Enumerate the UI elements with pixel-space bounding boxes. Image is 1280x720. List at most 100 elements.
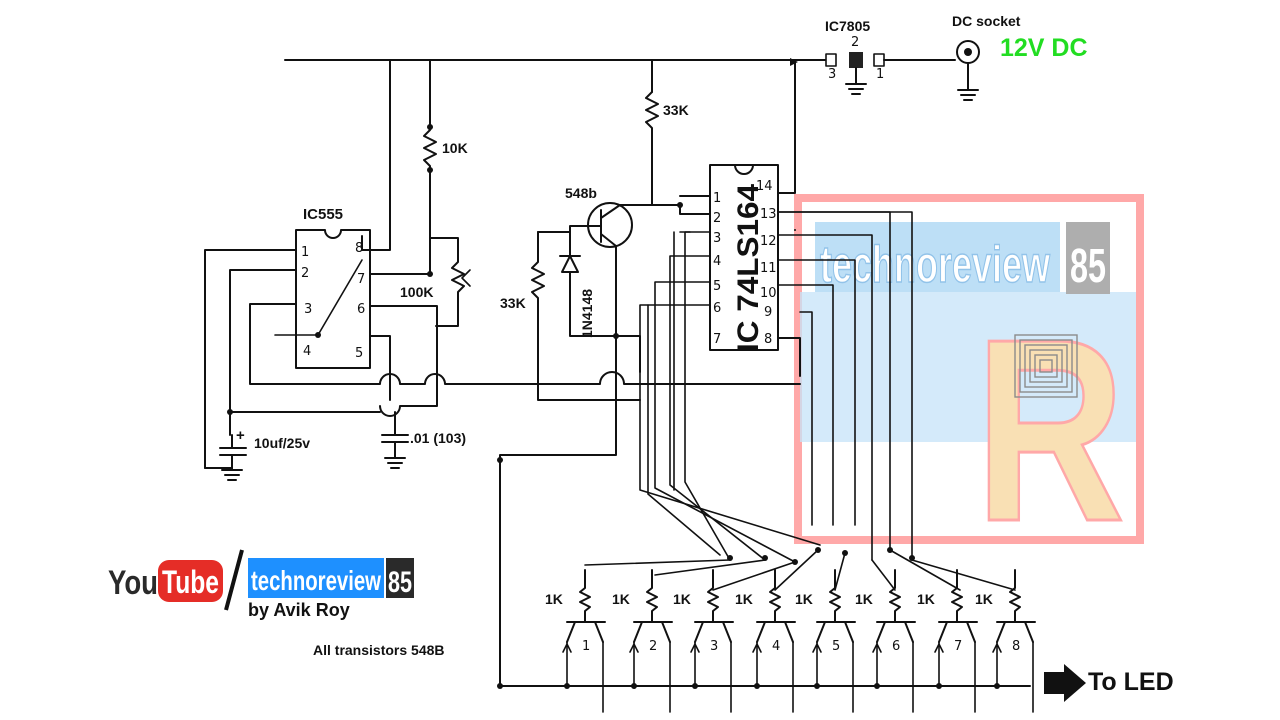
youtube-tube-box bbox=[158, 560, 223, 602]
driver-unit: 1K 1 bbox=[545, 569, 606, 713]
resistor-10k bbox=[423, 129, 437, 171]
pin-label: 12 bbox=[760, 234, 777, 249]
resistor-1k-label: 1K bbox=[795, 591, 813, 607]
timer-pin-label: 7 bbox=[357, 272, 365, 287]
capacitor-10uf: + 10uf/25v bbox=[204, 427, 310, 481]
pin-label: 10 bbox=[760, 286, 777, 301]
capacitor-01uf-label: .01 (103) bbox=[410, 430, 466, 446]
ground-icon bbox=[845, 67, 867, 95]
driver-unit: 1K8 bbox=[975, 569, 1036, 713]
pin-label: 4 bbox=[713, 254, 721, 269]
channel-name: technoreview bbox=[251, 565, 381, 596]
regulator-body bbox=[849, 52, 863, 68]
shift-register-label: IC 74LS164 bbox=[732, 184, 765, 352]
timer-label: IC555 bbox=[303, 206, 343, 223]
pin-label: 7 bbox=[713, 332, 721, 347]
timer-pin-label: 1 bbox=[301, 245, 309, 260]
timer-555: IC555 1 2 3 4 5 6 7 8 bbox=[204, 59, 801, 469]
potentiometer-label: 100K bbox=[400, 284, 433, 300]
to-led-label: To LED bbox=[1088, 668, 1174, 696]
pin-label: 14 bbox=[756, 179, 773, 194]
pin-label: 6 bbox=[713, 301, 721, 316]
youtube-you: You bbox=[108, 564, 158, 602]
driver-unit: 1K 3 bbox=[673, 569, 734, 713]
timing-network: 10K 100K bbox=[369, 59, 471, 327]
timer-pin-label: 4 bbox=[303, 344, 311, 359]
shift-register-body bbox=[709, 164, 779, 351]
watermark-letter: R bbox=[975, 286, 1125, 576]
timer-pin-label: 3 bbox=[304, 302, 312, 317]
transistor-icon bbox=[756, 621, 796, 643]
channel-box bbox=[248, 558, 384, 598]
resistor-1k bbox=[829, 569, 841, 623]
transistor-number: 1 bbox=[582, 639, 590, 654]
transistor-number: 6 bbox=[892, 639, 900, 654]
regulator-label: IC7805 bbox=[825, 18, 870, 34]
driver-unit: 1K 7 bbox=[917, 569, 978, 713]
resistor-1k bbox=[579, 569, 591, 623]
transistor-label: 548b bbox=[565, 185, 597, 201]
regulator-pin-label: 1 bbox=[876, 67, 884, 82]
timer-pin-label: 6 bbox=[357, 302, 365, 317]
transistor-number: 4 bbox=[772, 639, 780, 654]
resistor-1k-label: 1K bbox=[545, 591, 563, 607]
plus-sign: + bbox=[236, 427, 245, 444]
transistor-icon bbox=[938, 621, 978, 643]
diode-icon bbox=[559, 231, 617, 337]
resistor-1k-label: 1K bbox=[855, 591, 873, 607]
regulator-pin-label: 2 bbox=[851, 35, 859, 50]
resistor-33k-base-label: 33K bbox=[500, 295, 526, 311]
resistor-1k-label: 1K bbox=[673, 591, 691, 607]
transistor-number: 2 bbox=[649, 639, 657, 654]
left-pin-labels: 1 2 3 4 5 6 7 bbox=[713, 191, 721, 347]
timer-pin-label: 5 bbox=[355, 346, 363, 361]
pin-label: 5 bbox=[713, 279, 721, 294]
channel-logo: technoreview 85 by Avik Roy bbox=[248, 558, 414, 620]
channel-number-box bbox=[386, 558, 414, 598]
transistor-number: 5 bbox=[832, 639, 840, 654]
driver-unit: 1K 4 bbox=[735, 569, 796, 713]
right-pin-labels: 14 13 12 11 10 9 8 bbox=[756, 179, 777, 347]
driver-unit: 1K2 bbox=[612, 569, 673, 713]
watermark-text-band bbox=[815, 222, 1060, 292]
potentiometer-wiper bbox=[461, 269, 471, 287]
pin-label: 11 bbox=[760, 261, 777, 276]
slash-divider bbox=[224, 549, 244, 611]
watermark-blue-band bbox=[800, 292, 1136, 442]
resistor-10k-label: 10K bbox=[442, 140, 468, 156]
transistor-note: All transistors 548B bbox=[313, 642, 445, 658]
watermark-number-box bbox=[1066, 222, 1110, 294]
resistor-33k-pullup bbox=[645, 91, 659, 206]
resistor-1k-label: 1K bbox=[735, 591, 753, 607]
resistor-33k-label: 33K bbox=[663, 102, 689, 118]
clock-transistor: 33K 548b 33K 1N4148 bbox=[497, 59, 1031, 689]
resistor-33k-base bbox=[531, 231, 641, 401]
pin-label: 8 bbox=[764, 332, 772, 347]
resistor-1k-label: 1K bbox=[917, 591, 935, 607]
to-led-output: To LED bbox=[1044, 664, 1174, 702]
youtube-logo: You Tube bbox=[108, 560, 223, 602]
watermark-brand: technoreview bbox=[820, 236, 1050, 294]
arrow-right-icon bbox=[1044, 664, 1086, 702]
supply-voltage-label: 12V DC bbox=[1000, 34, 1088, 62]
transistor-number: 3 bbox=[710, 639, 718, 654]
timer-pin-label: 2 bbox=[301, 266, 309, 281]
transistor-icon bbox=[816, 621, 856, 643]
resistor-1k bbox=[707, 569, 719, 623]
capacitor-01uf: .01 (103) bbox=[381, 411, 466, 469]
socket-label: DC socket bbox=[952, 13, 1021, 29]
regulator-pin-label: 3 bbox=[828, 67, 836, 82]
pin-label: 2 bbox=[713, 211, 721, 226]
watermark-number: 85 bbox=[1070, 240, 1106, 293]
watermark-logo: technoreview 85 R bbox=[794, 194, 1144, 578]
transistor-number: 7 bbox=[954, 639, 962, 654]
pin-label: 13 bbox=[760, 207, 777, 222]
pin-label: 9 bbox=[764, 305, 772, 320]
pin-label: 1 bbox=[713, 191, 721, 206]
resistor-1k bbox=[1009, 569, 1021, 623]
resistor-1k-label: 1K bbox=[975, 591, 993, 607]
capacitor-10uf-label: 10uf/25v bbox=[254, 435, 310, 451]
resistor-1k bbox=[769, 569, 781, 623]
